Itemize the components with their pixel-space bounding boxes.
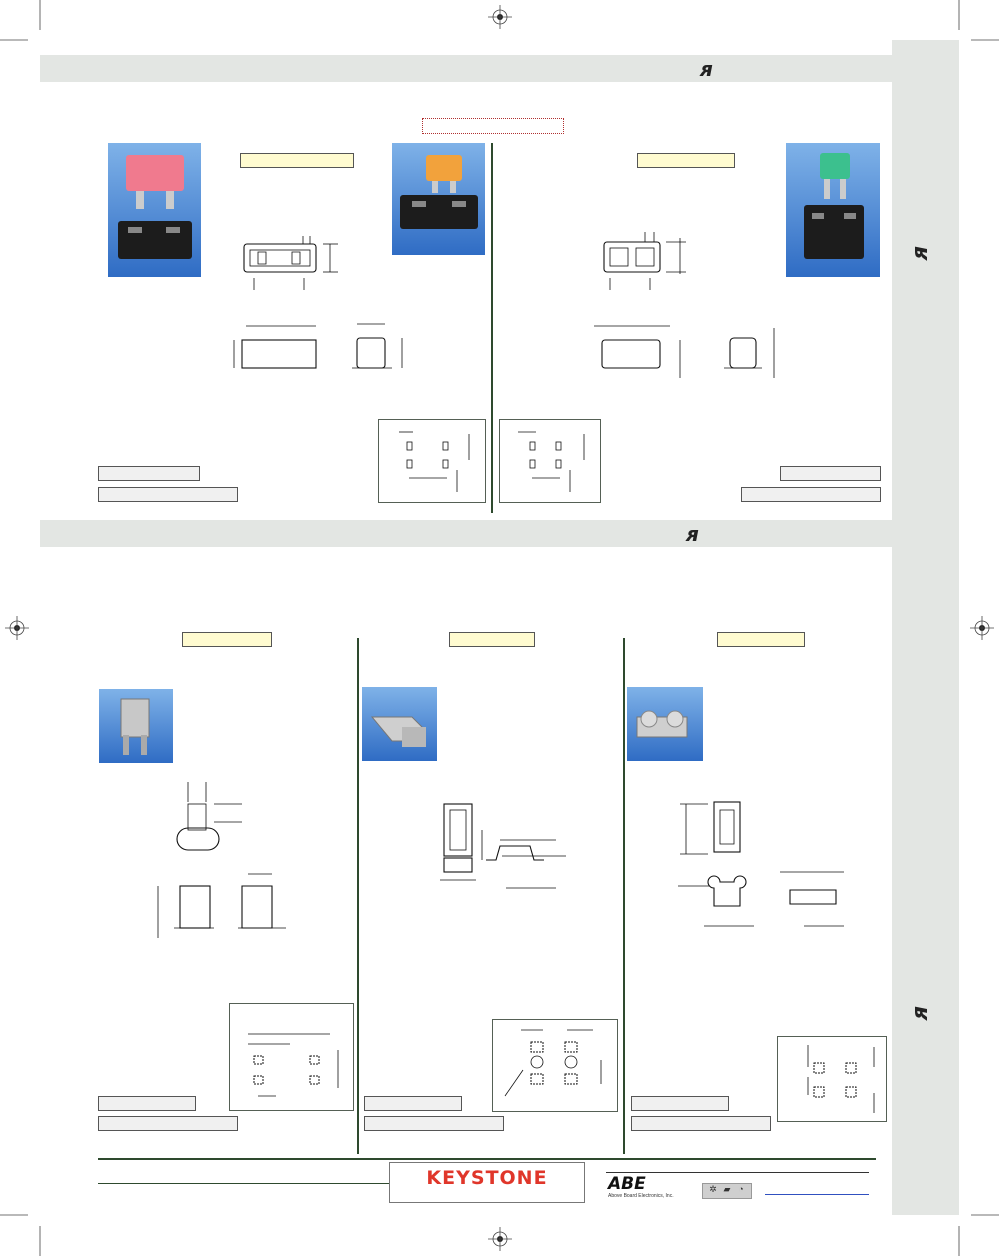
product-tag-col1 [182,632,272,647]
keystone-logo-box: KEYSTONE [389,1162,585,1203]
pcb-layout-frame-col3 [777,1036,887,1122]
registration-mark-left [5,616,29,640]
abe-logo: ABE [608,1174,646,1194]
description-box-col2 [364,1116,504,1131]
footer-icon-strip: ✲ ▰ ◔ [702,1183,752,1199]
drawing-clip-col2 [440,803,566,889]
drawing-side-views-top-right [594,325,775,378]
sidebar-tab [892,40,959,1215]
product-tag-col2 [449,632,535,647]
product-tag-top-left [240,153,354,168]
column-divider-1 [357,638,359,1154]
drawing-clip-col3 [678,801,844,927]
section-header-band-bottom [40,520,892,547]
drawing-top-view-top-left [243,236,338,290]
registration-mark-top [488,5,512,29]
product-photo-fuse-holder-ato [108,143,201,277]
drawing-side-views-top-left [233,323,403,369]
description-box-col1 [98,1116,238,1131]
cart-icon[interactable]: ▰ [723,1184,731,1194]
description-box-top-right [741,487,881,502]
section-divider-top [491,143,493,513]
product-photo-fuse-holder-orange [392,143,485,255]
ul-logo-sidebar-top: ᴙ [908,245,933,261]
registration-mark-right [970,616,994,640]
footer-rule-thin [98,1183,390,1184]
footer-rule-right [606,1172,869,1173]
pcb-layout-frame-top-right [499,419,601,503]
pcb-layout-frame-col1 [229,1003,354,1111]
abe-tagline: Above Board Electronics, Inc. [608,1193,674,1199]
section-header-band-top [40,55,892,82]
pcb-layout-frame-top-left [378,419,486,503]
part-number-box-col1 [98,1096,196,1111]
drawing-top-view-top-right [603,232,686,290]
part-number-box-col3 [631,1096,729,1111]
part-number-box-top-right [780,466,881,481]
product-photo-fuse-clip-col3 [627,687,703,761]
product-photo-fuse-clip-col1 [99,689,173,763]
registration-mark-bottom [488,1227,512,1251]
footer-rule [98,1158,876,1160]
footer-link-underline[interactable] [765,1194,869,1195]
ul-logo-top: ᴙ [700,57,713,81]
product-tag-col3 [717,632,805,647]
drawing-clip-col1 [157,782,286,938]
description-box-col3 [631,1116,771,1131]
keystone-logo: KEYSTONE [426,1167,548,1189]
product-photo-fuse-clip-col2 [362,687,437,761]
product-photo-fuse-holder-mini [786,143,880,277]
product-tag-top-right [637,153,735,168]
description-box-top-left [98,487,238,502]
ul-logo-sidebar-bottom: ᴙ [908,1005,933,1021]
column-divider-2 [623,638,625,1154]
header-note-box [422,118,564,134]
ul-logo-bottom: ᴙ [686,522,699,546]
part-number-box-col2 [364,1096,462,1111]
gear-icon[interactable]: ✲ [709,1184,717,1194]
pcb-layout-frame-col2 [492,1019,618,1112]
clock-icon[interactable]: ◔ [738,1184,744,1194]
part-number-box-top-left [98,466,200,481]
